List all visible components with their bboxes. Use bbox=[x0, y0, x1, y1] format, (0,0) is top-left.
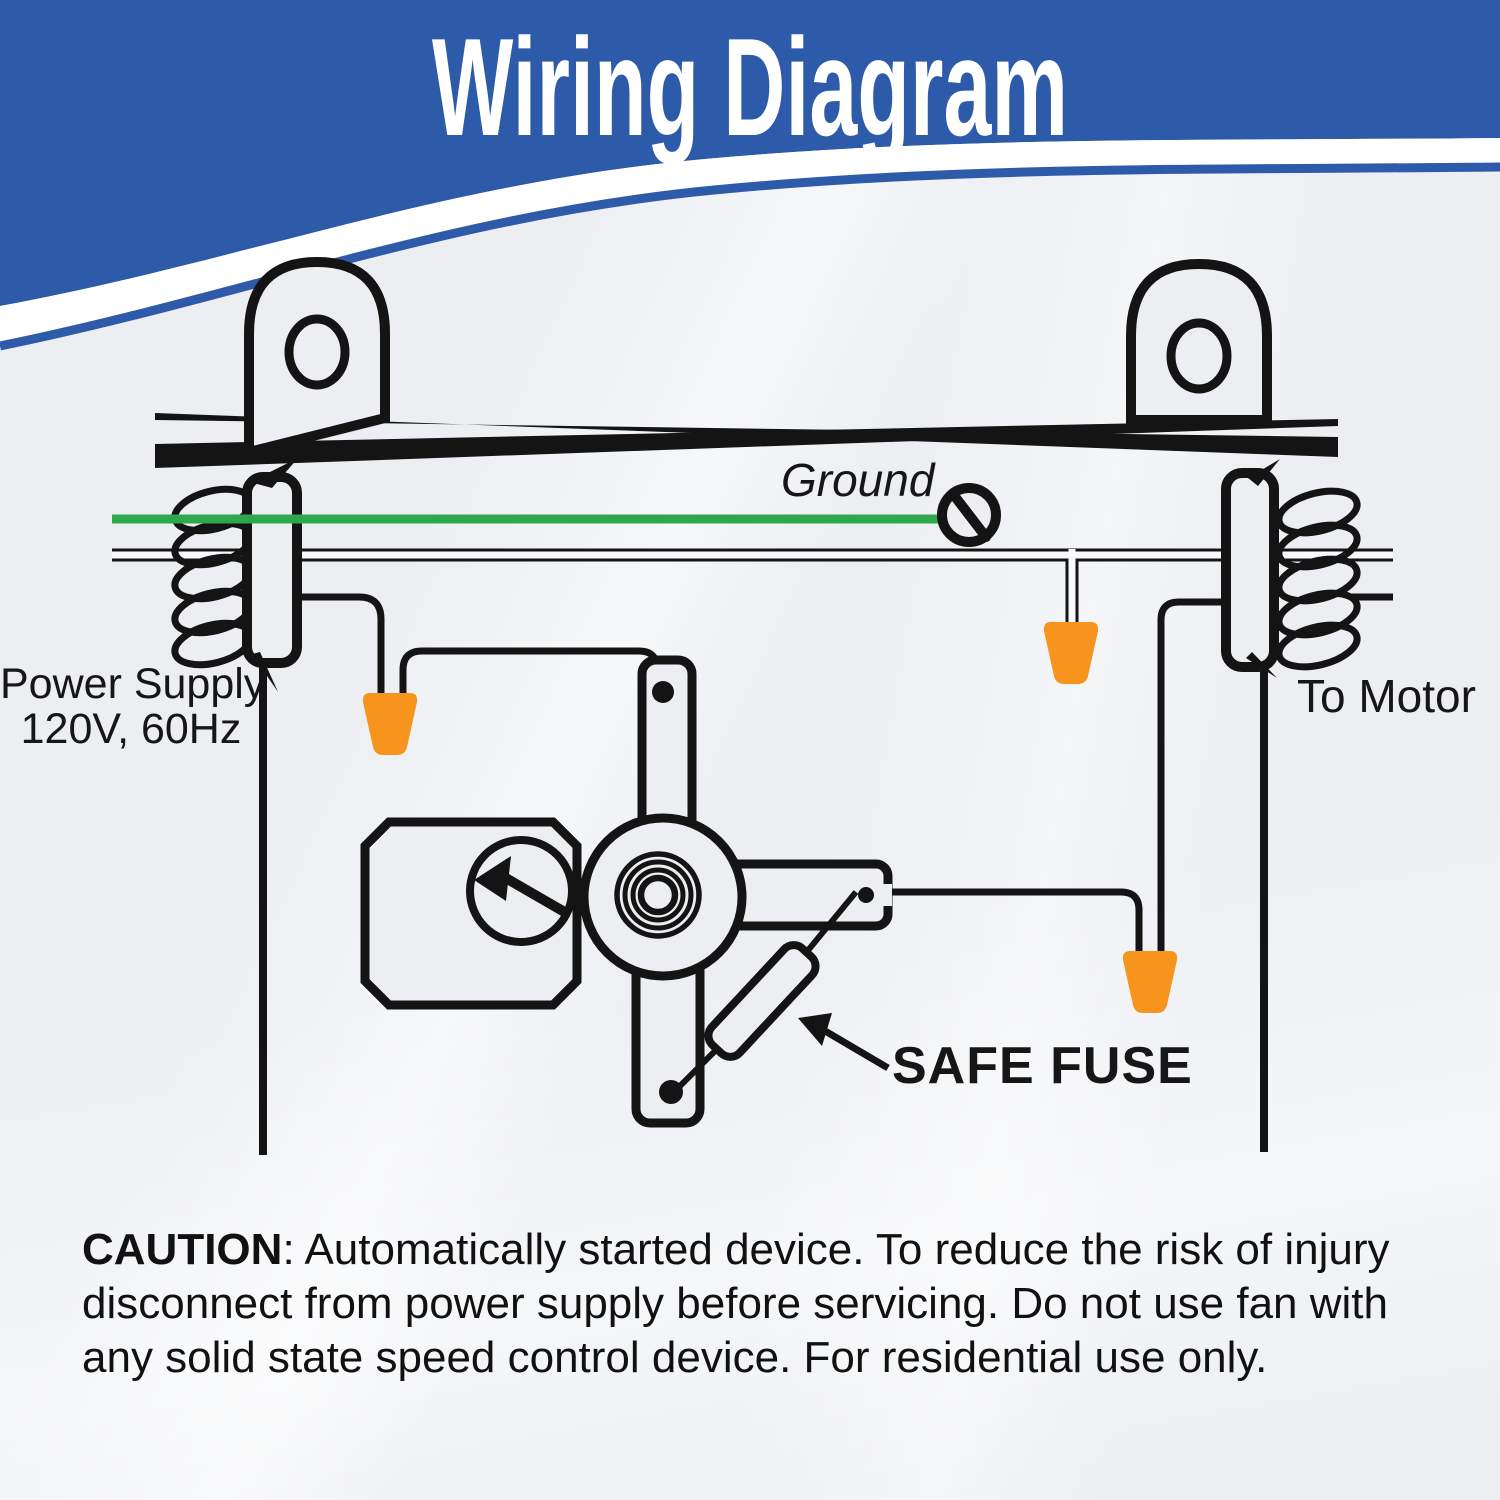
caution-line-1-text: : Automatically started device. To reduc… bbox=[282, 1225, 1390, 1274]
neutral-wire bbox=[112, 548, 1393, 630]
header-wave-white-band bbox=[0, 138, 1500, 342]
wire-terminal-to-nut1 bbox=[297, 593, 385, 694]
wire-nut-1 bbox=[362, 693, 418, 755]
hub-rings bbox=[614, 851, 702, 939]
terminal-left-top-arrow bbox=[250, 458, 298, 488]
wire-switch-to-nut3 bbox=[886, 888, 1143, 952]
wire-end-dot-arm bbox=[858, 887, 874, 903]
mounting-tab-left bbox=[244, 256, 390, 459]
wire-motor-to-nut3 bbox=[1157, 598, 1226, 952]
ground-screw-icon bbox=[937, 483, 1001, 547]
knob-arrow-icon bbox=[474, 856, 571, 919]
fuse-lead-upper bbox=[802, 890, 859, 956]
terminal-left bbox=[242, 458, 302, 692]
mounting-tab-right bbox=[1126, 258, 1272, 425]
motor-coil bbox=[1275, 487, 1393, 671]
safe-fuse-arrow-icon bbox=[798, 1013, 890, 1072]
tab-hole-right bbox=[1166, 318, 1232, 394]
power-supply-label-line1: Power Supply bbox=[0, 660, 266, 708]
fuse-lead-lower bbox=[674, 1044, 722, 1092]
ground-label: Ground bbox=[781, 454, 935, 506]
page-title: Wiring Diagram bbox=[431, 10, 1069, 165]
wire-nut1-to-switch bbox=[399, 647, 661, 694]
switch-hub bbox=[579, 813, 747, 981]
to-motor-label: To Motor bbox=[1297, 670, 1476, 722]
caution-line-1: CAUTION: Automatically started device. T… bbox=[82, 1225, 1389, 1275]
switch-assembly bbox=[360, 655, 893, 1128]
safe-fuse-body bbox=[704, 941, 820, 1061]
safe-fuse-label: SAFE FUSE bbox=[892, 1037, 1193, 1095]
power-supply-label-line2: 120V, 60Hz bbox=[20, 705, 242, 753]
caution-line-2: disconnect from power supply before serv… bbox=[82, 1279, 1388, 1328]
tab-hole-left bbox=[284, 314, 350, 390]
header-wave-stripe bbox=[0, 162, 1500, 351]
caution-prefix: CAUTION bbox=[82, 1225, 283, 1274]
wire-end-drop-top bbox=[652, 681, 674, 703]
terminal-right-top-arrow bbox=[1248, 459, 1280, 486]
mounting-bracket-bar bbox=[155, 413, 1338, 468]
caution-line-3: any solid state speed control device. Fo… bbox=[82, 1333, 1268, 1382]
terminal-right bbox=[1221, 459, 1280, 678]
arm-notch bbox=[868, 884, 892, 906]
wire-end-drop-bottom bbox=[659, 1080, 683, 1104]
wire-nut-2 bbox=[1043, 622, 1099, 684]
wire-nut-3 bbox=[1122, 951, 1178, 1013]
power-supply-label: Power Supply 120V, 60Hz bbox=[0, 660, 266, 753]
header-banner bbox=[0, 0, 1500, 306]
